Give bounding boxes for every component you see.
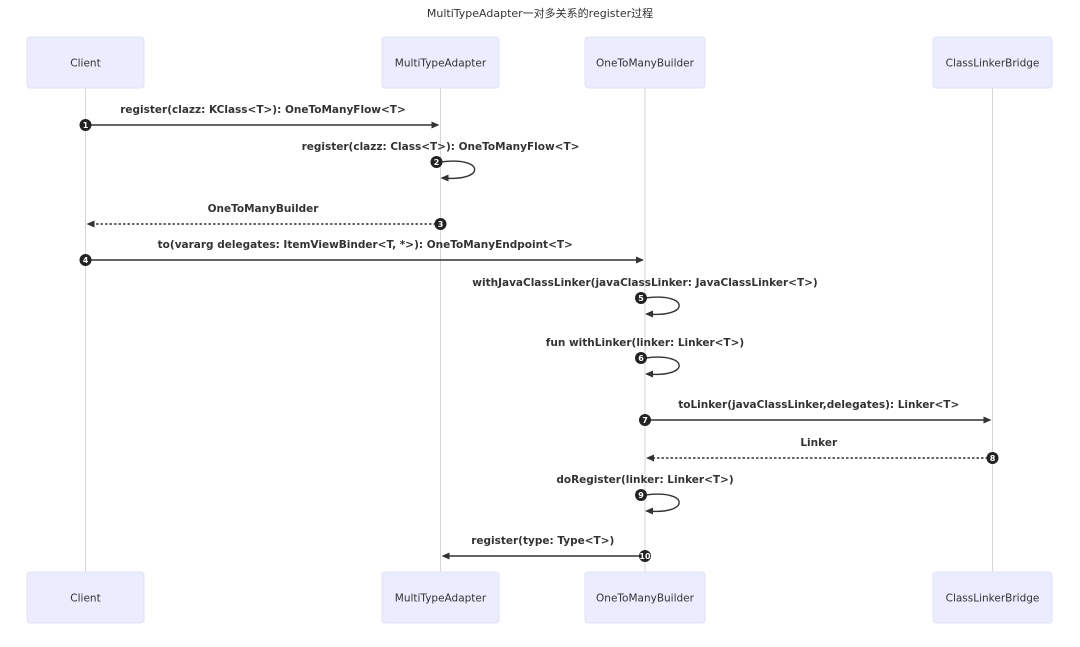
- actor-label: MultiTypeAdapter: [395, 58, 487, 70]
- actor-client-top[interactable]: Client: [26, 36, 145, 89]
- sequence-badge: 10: [639, 550, 651, 562]
- sequence-badge: 4: [79, 254, 92, 266]
- actor-box: [26, 36, 145, 89]
- actor-onetomanybuilder-bottom[interactable]: OneToManyBuilder: [584, 571, 706, 624]
- actor-box: [584, 36, 706, 89]
- arrow-head-icon: [645, 370, 653, 378]
- arrow-head-icon: [983, 416, 992, 424]
- sequence-badge: 2: [430, 156, 443, 168]
- actor-label: ClassLinkerBridge: [946, 593, 1040, 605]
- message-label: Linker: [800, 437, 838, 449]
- sequence-number: 1: [83, 121, 89, 130]
- actor-multitypeadapter-bottom[interactable]: MultiTypeAdapter: [381, 571, 500, 624]
- arrow-head-icon: [440, 174, 449, 182]
- arrow-head-icon: [646, 454, 654, 462]
- messages: register(clazz: KClass<T>): OneToManyFlo…: [79, 104, 999, 562]
- actor-label: OneToManyBuilder: [596, 58, 695, 70]
- arrow-head-icon: [86, 220, 95, 228]
- message-9[interactable]: doRegister(linker: Linker<T>) 9: [556, 474, 734, 515]
- message-line: [644, 356, 680, 376]
- sequence-circle: [635, 352, 647, 364]
- lifelines: [85, 88, 993, 572]
- message-1[interactable]: register(clazz: KClass<T>): OneToManyFlo…: [79, 104, 440, 131]
- message-line: [440, 160, 476, 180]
- actor-label: Client: [70, 58, 100, 70]
- sequence-badge: 9: [635, 489, 647, 501]
- sequence-badge: 8: [986, 452, 999, 464]
- sequence-badge: 1: [79, 119, 92, 131]
- message-6[interactable]: fun withLinker(linker: Linker<T>) 6: [546, 337, 744, 378]
- message-3[interactable]: OneToManyBuilder 3: [86, 203, 447, 230]
- message-line: [644, 493, 680, 513]
- message-label: to(vararg delegates: ItemViewBinder<T, *…: [158, 239, 573, 251]
- message-10[interactable]: register(type: Type<T>) 10: [441, 535, 652, 562]
- sequence-badge: 7: [639, 414, 651, 426]
- sequence-circle: [79, 254, 92, 266]
- actor-client-bottom[interactable]: Client: [26, 571, 145, 624]
- actor-classlinkerbridge-bottom[interactable]: ClassLinkerBridge: [932, 571, 1053, 624]
- arrow-head-icon: [645, 310, 653, 318]
- actor-box: [381, 36, 500, 89]
- sequence-number: 4: [83, 256, 89, 265]
- actor-box: [932, 571, 1053, 624]
- actor-box: [584, 571, 706, 624]
- message-label: withJavaClassLinker(javaClassLinker: Jav…: [472, 277, 817, 289]
- sequence-circle: [434, 218, 447, 230]
- sequence-circle: [639, 550, 651, 562]
- message-5[interactable]: withJavaClassLinker(javaClassLinker: Jav…: [472, 277, 818, 318]
- actors-bottom: Client MultiTypeAdapter OneToManyBuilder Cl…: [26, 571, 1053, 624]
- message-label: fun withLinker(linker: Linker<T>): [546, 337, 744, 349]
- sequence-number: 9: [638, 491, 644, 500]
- sequence-badge: 6: [635, 352, 647, 364]
- message-label: toLinker(javaClassLinker,delegates): Lin…: [678, 399, 959, 411]
- arrow-head-icon: [431, 121, 440, 129]
- sequence-number: 7: [642, 416, 648, 425]
- sequence-circle: [986, 452, 999, 464]
- sequence-circle: [639, 414, 651, 426]
- message-label: OneToManyBuilder: [208, 203, 320, 215]
- sequence-badge: 3: [434, 218, 447, 230]
- arrow-head-icon: [645, 507, 653, 515]
- sequence-number: 8: [990, 454, 996, 463]
- sequence-circle: [635, 489, 647, 501]
- message-7[interactable]: toLinker(javaClassLinker,delegates): Lin…: [639, 399, 992, 426]
- arrow-head-icon: [441, 552, 450, 560]
- message-2[interactable]: register(clazz: Class<T>): OneToManyFlow…: [302, 141, 580, 182]
- sequence-circle: [430, 156, 443, 168]
- diagram-title: MultiTypeAdapter一对多关系的register过程: [427, 6, 653, 20]
- actor-onetomanybuilder-top[interactable]: OneToManyBuilder: [584, 36, 706, 89]
- sequence-number: 3: [438, 220, 444, 229]
- actor-box: [381, 571, 500, 624]
- sequence-number: 10: [639, 552, 651, 561]
- actor-box: [932, 36, 1053, 89]
- arrow-head-icon: [636, 256, 644, 264]
- actor-label: MultiTypeAdapter: [395, 593, 487, 605]
- message-label: register(clazz: Class<T>): OneToManyFlow…: [302, 141, 580, 153]
- sequence-circle: [635, 292, 647, 304]
- sequence-circle: [79, 119, 92, 131]
- actor-box: [26, 571, 145, 624]
- actors-top: Client MultiTypeAdapter OneToManyBuilder Cl…: [26, 36, 1053, 89]
- actor-multitypeadapter-top[interactable]: MultiTypeAdapter: [381, 36, 500, 89]
- actor-classlinkerbridge-top[interactable]: ClassLinkerBridge: [932, 36, 1053, 89]
- actor-label: ClassLinkerBridge: [946, 58, 1040, 70]
- message-line: [644, 296, 680, 316]
- message-label: register(clazz: KClass<T>): OneToManyFlo…: [120, 104, 406, 116]
- actor-label: OneToManyBuilder: [596, 593, 695, 605]
- sequence-number: 5: [638, 294, 644, 303]
- message-8[interactable]: Linker 8: [646, 437, 999, 464]
- actor-label: Client: [70, 593, 100, 605]
- message-label: register(type: Type<T>): [471, 535, 614, 547]
- message-label: doRegister(linker: Linker<T>): [556, 474, 733, 486]
- sequence-number: 6: [638, 354, 644, 363]
- sequence-number: 2: [434, 158, 440, 167]
- message-4[interactable]: to(vararg delegates: ItemViewBinder<T, *…: [79, 239, 645, 266]
- sequence-badge: 5: [635, 292, 647, 304]
